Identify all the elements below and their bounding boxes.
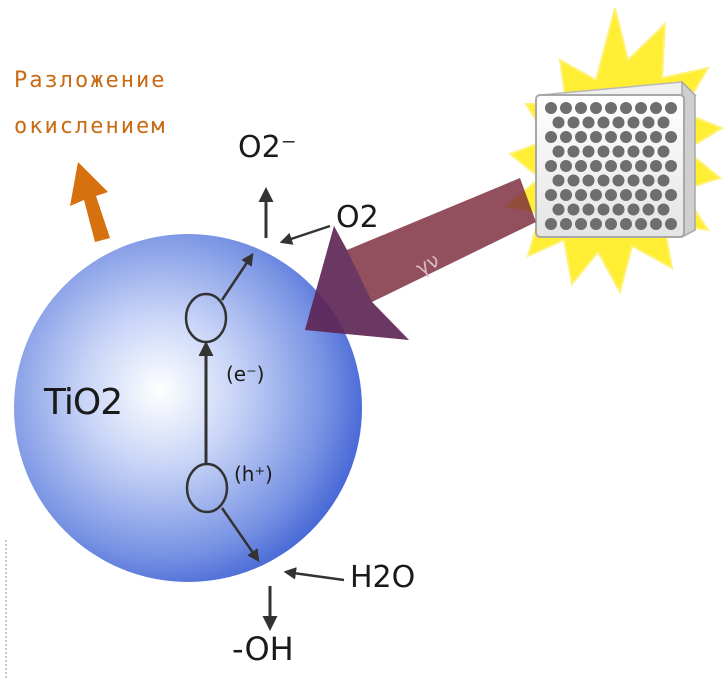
lamp-dot — [627, 116, 640, 129]
tio2-sphere — [14, 234, 362, 582]
lamp-dot — [590, 160, 602, 172]
lamp-dot — [620, 160, 632, 172]
hydroxyl-label: -OH — [232, 630, 294, 668]
lamp-dot — [650, 131, 662, 143]
lamp-dot — [665, 102, 677, 114]
lamp-dot — [612, 174, 625, 187]
lamp-dot — [605, 131, 617, 143]
lamp-dot — [575, 160, 587, 172]
lamp-dot — [605, 102, 617, 114]
lamp-dot — [567, 203, 580, 216]
lamp-dot — [582, 174, 595, 187]
lamp-dot — [665, 160, 677, 172]
lamp-dot — [605, 189, 617, 201]
lamp-dot — [590, 218, 602, 230]
lamp-dot — [665, 131, 677, 143]
lamp-dot — [650, 102, 662, 114]
lamp-dot — [560, 189, 572, 201]
oxygen-adsorb-arrow — [279, 224, 331, 245]
oxidation-arrow-icon — [70, 162, 110, 242]
lamp-dot — [597, 203, 610, 216]
lamp-dot — [657, 174, 670, 187]
lamp-dot — [560, 218, 572, 230]
lamp-dot — [597, 174, 610, 187]
lamp-dot — [545, 131, 557, 143]
page-edge-marker — [5, 540, 9, 678]
lamp-dot — [552, 145, 565, 158]
lamp-dot — [642, 203, 655, 216]
lamp-dot — [635, 131, 647, 143]
tio2-label: TiO2 — [44, 382, 123, 423]
lamp-dot — [597, 145, 610, 158]
lamp-dot — [552, 116, 565, 129]
lamp-dot — [552, 203, 565, 216]
lamp-dot — [590, 131, 602, 143]
lamp-dot — [590, 102, 602, 114]
lamp-dot — [657, 116, 670, 129]
lamp-dot — [605, 160, 617, 172]
lamp-dot — [597, 116, 610, 129]
lamp-dot — [575, 189, 587, 201]
lamp-dot — [605, 218, 617, 230]
lamp-dot — [575, 218, 587, 230]
lamp-dot — [620, 218, 632, 230]
lamp-dot — [650, 160, 662, 172]
lamp-dot — [612, 203, 625, 216]
lamp-dot — [635, 218, 647, 230]
lamp-dot — [545, 102, 557, 114]
lamp-dot — [657, 145, 670, 158]
caption-line-1: Разложение — [14, 68, 167, 93]
lamp-dot — [627, 145, 640, 158]
lamp-dot — [620, 131, 632, 143]
lamp-dot — [552, 174, 565, 187]
lamp-dot — [560, 131, 572, 143]
lamp-dot — [612, 145, 625, 158]
water-label: H2O — [350, 560, 416, 595]
hole-label: (h⁺) — [234, 462, 273, 486]
lamp-dot — [560, 102, 572, 114]
oxygen-label: O2 — [336, 200, 379, 235]
lamp-dot — [635, 189, 647, 201]
lamp-dot — [545, 160, 557, 172]
superoxide-label: O2⁻ — [238, 130, 297, 165]
lamp-dot — [650, 218, 662, 230]
lamp-dot — [567, 116, 580, 129]
lamp-dot — [635, 102, 647, 114]
lamp-dot — [620, 189, 632, 201]
lamp-dot — [657, 203, 670, 216]
lamp-dot — [650, 189, 662, 201]
lamp-dot — [560, 160, 572, 172]
lamp-dot — [575, 131, 587, 143]
electron-label: (e⁻) — [226, 362, 265, 386]
lamp-dot — [545, 218, 557, 230]
lamp-dot — [590, 189, 602, 201]
caption-line-2: окислением — [14, 114, 167, 139]
lamp-dot — [620, 102, 632, 114]
lamp-dot — [582, 203, 595, 216]
electron-transfer-arrow — [220, 252, 254, 301]
lamp-dot — [627, 203, 640, 216]
lamp-icon — [535, 80, 697, 239]
photon-arrow-icon — [305, 178, 536, 340]
lamp-dot — [567, 174, 580, 187]
lamp-dot — [642, 116, 655, 129]
lamp-dot — [582, 145, 595, 158]
lamp-dot — [665, 218, 677, 230]
lamp-dot — [635, 160, 647, 172]
lamp-dot — [545, 189, 557, 201]
lamp-dot — [642, 174, 655, 187]
lamp-dot — [612, 116, 625, 129]
lamp-dot — [567, 145, 580, 158]
lamp-dot — [627, 174, 640, 187]
hole-transfer-arrow — [220, 507, 260, 563]
lamp-dot — [582, 116, 595, 129]
lamp-dot — [665, 189, 677, 201]
lamp-dot — [575, 102, 587, 114]
lamp-dot — [642, 145, 655, 158]
water-adsorb-arrow — [283, 567, 345, 582]
